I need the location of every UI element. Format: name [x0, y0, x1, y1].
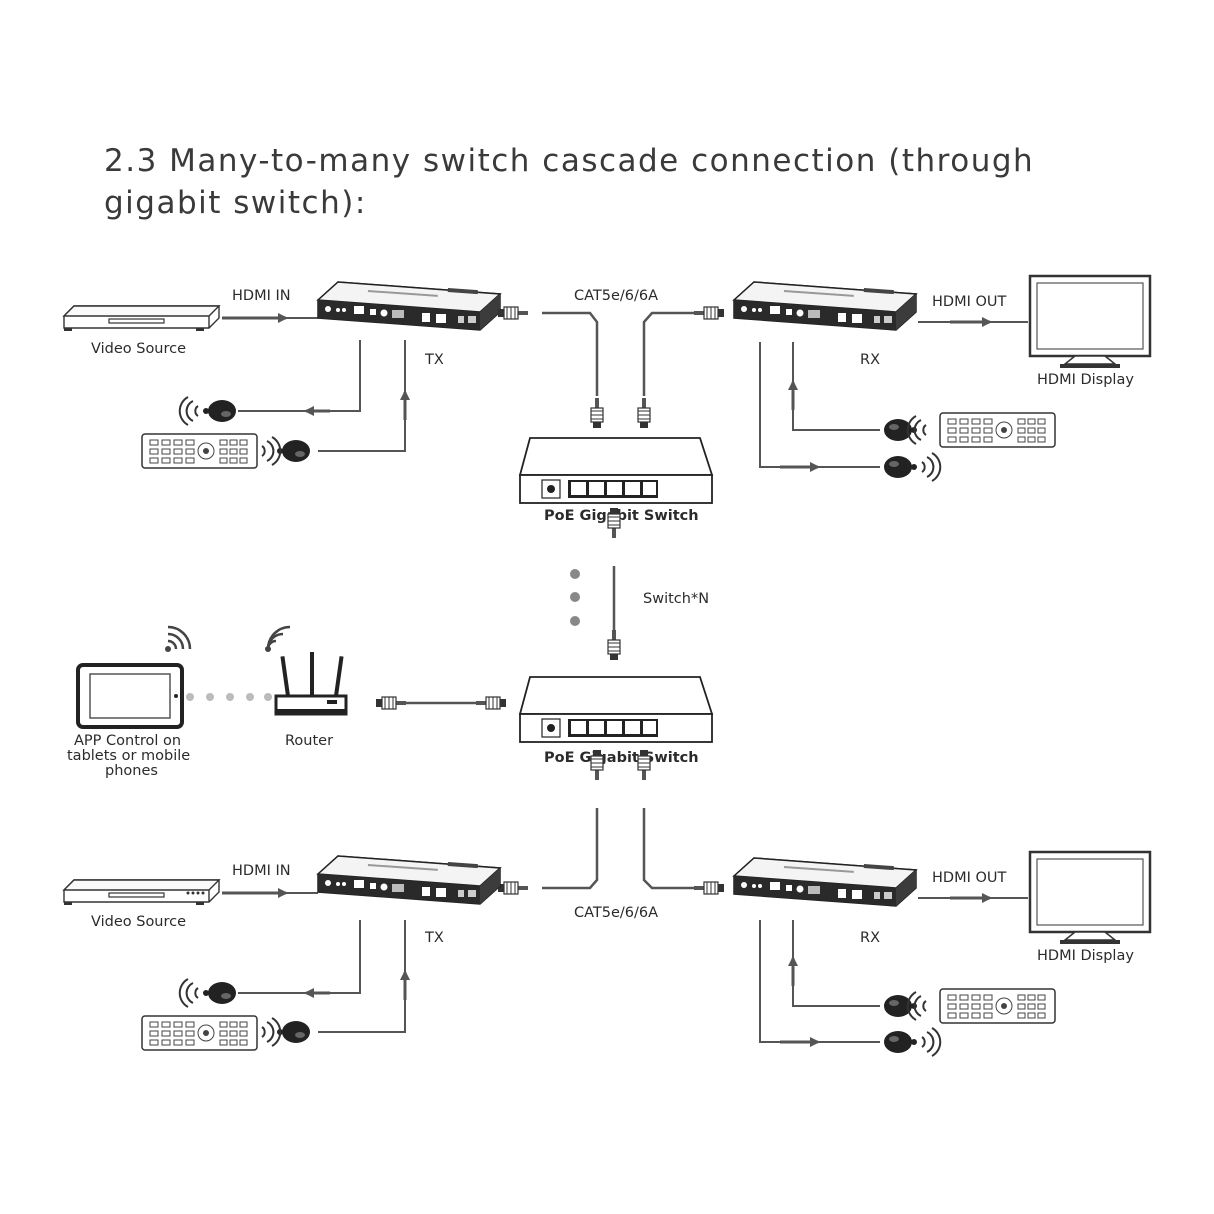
rj45-plug-icon: [693, 306, 725, 320]
video-source-label: Video Source: [91, 914, 186, 930]
rj45-plug-icon: [637, 397, 651, 429]
signal-waves-icon: [178, 978, 199, 1008]
rj45-plug-icon: [693, 881, 725, 895]
tx-label: TX: [424, 930, 444, 946]
hdmi-in-label: HDMI IN: [232, 863, 291, 879]
ir-emitter-icon: [203, 982, 236, 1004]
remote-control-icon: [939, 988, 1056, 1024]
cable-label: CAT5e/6/6A: [574, 288, 658, 304]
rj45-plug-icon: [590, 397, 604, 429]
page-title: 2.3 Many-to-many switch cascade connecti…: [104, 143, 1035, 221]
hdmi-display-label: HDMI Display: [1037, 948, 1134, 964]
ir-emitter-icon: [884, 1031, 917, 1053]
remote-control-icon: [141, 1015, 258, 1051]
rj45-plug-icon: [375, 696, 407, 710]
router-label: Router: [285, 733, 333, 749]
video-source-label: Video Source: [91, 341, 186, 357]
rj45-plug-icon: [475, 696, 507, 710]
rx-extender-icon: [733, 857, 917, 907]
signal-waves-icon: [178, 396, 199, 426]
rj45-plug-icon: [607, 629, 621, 661]
rx-label: RX: [860, 352, 880, 368]
video-source-icon: [63, 879, 220, 906]
hdmi-in-label: HDMI IN: [232, 288, 291, 304]
rx-label: RX: [860, 930, 880, 946]
hdmi-out-label: HDMI OUT: [932, 870, 1006, 886]
poe-switch-icon: [519, 676, 713, 743]
player-buttons: [186, 891, 205, 895]
hdmi-display-icon: [1028, 274, 1152, 370]
tablet-icon: [76, 663, 184, 729]
poe-switch-label: PoE Gigabit Switch: [544, 508, 699, 524]
video-source-icon: [63, 305, 220, 332]
hdmi-display-icon: [1028, 850, 1152, 946]
wifi-icon: [165, 625, 192, 652]
cable-label: CAT5e/6/6A: [574, 905, 658, 921]
hdmi-out-label: HDMI OUT: [932, 294, 1006, 310]
remote-control-icon: [141, 433, 258, 469]
remote-control-icon: [939, 412, 1056, 448]
ir-receiver-icon: [884, 419, 917, 441]
tx-extender-icon: [317, 281, 501, 331]
ir-emitter-icon: [203, 400, 236, 422]
rj45-plug-icon: [497, 881, 529, 895]
hdmi-display-label: HDMI Display: [1037, 372, 1134, 388]
wifi-icon: [265, 625, 291, 652]
switch-n-label: Switch*N: [643, 591, 709, 607]
signal-waves-icon: [921, 1027, 942, 1057]
app-control-label-line3: phones: [105, 763, 158, 779]
app-control-label-line1: APP Control on: [74, 733, 181, 749]
rx-extender-icon: [733, 281, 917, 331]
tx-extender-icon: [317, 855, 501, 905]
ir-receiver-icon: [277, 1021, 310, 1043]
rj45-plug-icon: [497, 306, 529, 320]
app-control-label-line2: tablets or mobile: [67, 748, 190, 764]
ir-receiver-icon: [884, 995, 917, 1017]
router-icon: [274, 652, 348, 716]
poe-switch-icon: [519, 437, 713, 504]
ir-emitter-icon: [884, 456, 917, 478]
ir-receiver-icon: [277, 440, 310, 462]
tx-label: TX: [424, 352, 444, 368]
signal-waves-icon: [921, 452, 942, 482]
poe-switch-label: PoE Gigabit Switch: [544, 750, 699, 766]
